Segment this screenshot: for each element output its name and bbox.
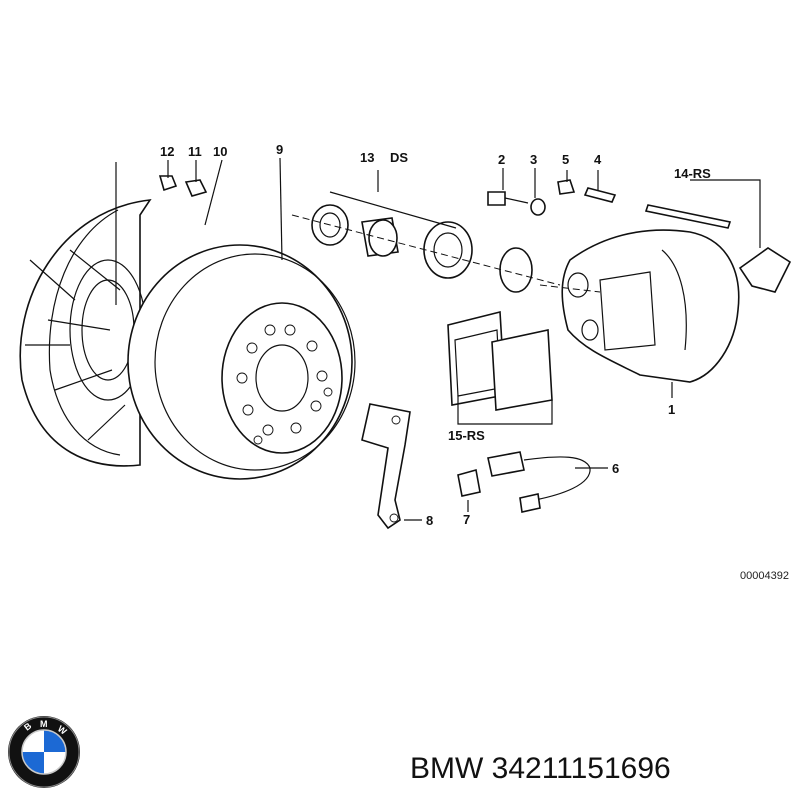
callout-10: 10: [213, 144, 227, 159]
callout-1: 1: [668, 402, 675, 417]
callout-6: 6: [612, 461, 619, 476]
callout-9: 9: [276, 142, 283, 157]
svg-text:B: B: [22, 720, 34, 732]
leader-lines: [115, 157, 761, 521]
callout-2: 2: [498, 152, 505, 167]
callout-14-rs: 14-RS: [674, 166, 711, 181]
svg-text:M: M: [40, 719, 48, 729]
caliper-drawing: [539, 229, 740, 383]
callout-12: 12: [160, 144, 174, 159]
brake-disc-drawing: [127, 244, 356, 480]
callout-11: 11: [188, 144, 202, 159]
wear-sensor-drawing: [457, 451, 591, 513]
drawing-code: 00004392: [740, 570, 789, 582]
dust-shield-drawing: [19, 199, 152, 467]
bearing-set-drawing: [291, 204, 561, 293]
callout-3: 3: [530, 152, 537, 167]
callout-13-ds: DS: [390, 150, 408, 165]
brand-part-number: BMW 34211151696: [410, 752, 671, 785]
brake-pads-drawing: [447, 310, 553, 411]
callout-5: 5: [562, 152, 569, 167]
bmw-logo: B M W: [8, 716, 80, 788]
bracket-drawing: [361, 403, 411, 530]
caliper-bolts-drawing: [487, 179, 617, 216]
callout-4: 4: [594, 152, 602, 167]
callout-labels: 12 11 10 9 13 DS 2 3 5 4 14-RS 1 15-RS 6…: [160, 142, 711, 528]
small-bolts-drawing: [158, 175, 208, 197]
callout-13: 13: [360, 150, 374, 165]
callout-15-rs: 15-RS: [448, 428, 485, 443]
callout-7: 7: [463, 512, 470, 527]
callout-8: 8: [426, 513, 433, 528]
pin-and-spring-drawing: [644, 204, 792, 293]
